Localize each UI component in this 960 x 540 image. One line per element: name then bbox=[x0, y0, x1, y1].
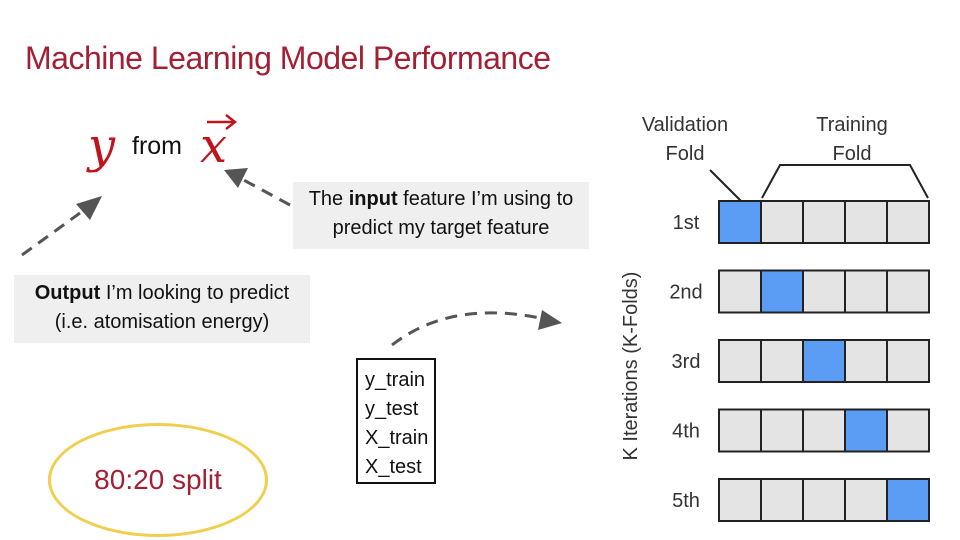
input-feature-note: The input feature I’m using to predict m… bbox=[293, 182, 589, 249]
training-fold-cell bbox=[886, 408, 930, 453]
split-variable: y_train bbox=[365, 369, 426, 391]
output-note-line2: (i.e. atomisation energy) bbox=[54, 311, 270, 333]
iteration-label: 1st bbox=[673, 212, 700, 234]
output-arrow bbox=[21, 211, 81, 257]
training-fold-cell bbox=[886, 269, 930, 314]
output-arrowhead-icon bbox=[76, 196, 102, 220]
vector-arrow-icon bbox=[207, 114, 238, 130]
input-note-line2: predict my target feature bbox=[332, 217, 550, 239]
split-ellipse: 80:20 split bbox=[48, 423, 268, 537]
output-note-bold: Output bbox=[34, 282, 101, 304]
input-arrow bbox=[239, 176, 291, 207]
output-note-suffix: I’m looking to predict bbox=[100, 282, 290, 304]
slide-title: Machine Learning Model Performance bbox=[25, 40, 551, 76]
split-variables-box: y_train y_test X_train X_test bbox=[356, 358, 436, 484]
training-fold-cell bbox=[760, 339, 804, 383]
training-label: Fold bbox=[833, 143, 872, 165]
split-label: 80:20 split bbox=[94, 464, 222, 495]
split-variable: y_test bbox=[365, 398, 419, 420]
training-fold-cell bbox=[760, 408, 804, 453]
kfold-arrow bbox=[391, 311, 541, 347]
output-feature-note: Output I’m looking to predict (i.e. atom… bbox=[14, 275, 310, 343]
training-fold-cell bbox=[886, 339, 930, 383]
validation-fold-cell bbox=[802, 339, 846, 383]
split-variable: X_test bbox=[365, 456, 422, 478]
training-fold-cell bbox=[844, 339, 888, 383]
validation-label: Validation bbox=[642, 114, 728, 136]
validation-fold-cell bbox=[718, 200, 762, 244]
training-fold-cell bbox=[844, 478, 888, 522]
validation-pointer bbox=[709, 169, 743, 203]
split-variable: X_train bbox=[365, 427, 429, 449]
validation-fold-cell bbox=[760, 269, 804, 314]
validation-label: Fold bbox=[666, 143, 705, 165]
kfold-grid: 1st 2nd 3rd 4th 5th bbox=[669, 200, 930, 522]
training-fold-cell bbox=[802, 200, 846, 244]
training-fold-cell bbox=[718, 269, 762, 314]
iteration-label: 4th bbox=[672, 421, 700, 443]
formula-connector: from bbox=[132, 132, 182, 160]
training-fold-cell bbox=[718, 478, 762, 522]
input-note-suffix: feature I’m using to bbox=[397, 188, 574, 210]
iteration-label: 2nd bbox=[669, 282, 702, 304]
training-label: Training bbox=[816, 114, 888, 136]
training-fold-cell bbox=[844, 269, 888, 314]
input-note-prefix: The bbox=[308, 188, 349, 210]
kfold-axis-label: K Iterations (K-Folds) bbox=[620, 272, 642, 461]
iteration-label: 5th bbox=[672, 490, 700, 512]
training-fold-cell bbox=[760, 200, 804, 244]
training-fold-cell bbox=[802, 408, 846, 453]
training-fold-cell bbox=[802, 269, 846, 314]
training-fold-cell bbox=[760, 478, 804, 522]
iteration-label: 3rd bbox=[672, 351, 701, 373]
input-variable: x bbox=[200, 118, 228, 174]
training-fold-cell bbox=[802, 478, 846, 522]
input-note-bold: input bbox=[348, 188, 398, 210]
output-variable: y bbox=[88, 118, 116, 174]
training-bracket bbox=[761, 164, 929, 199]
input-arrowhead-icon bbox=[224, 168, 248, 188]
kfold-arrowhead-icon bbox=[538, 310, 562, 330]
validation-fold-cell bbox=[844, 408, 888, 453]
training-fold-cell bbox=[718, 408, 762, 453]
training-fold-cell bbox=[844, 200, 888, 244]
training-fold-cell bbox=[886, 200, 930, 244]
validation-fold-cell bbox=[886, 478, 930, 522]
training-fold-cell bbox=[718, 339, 762, 383]
